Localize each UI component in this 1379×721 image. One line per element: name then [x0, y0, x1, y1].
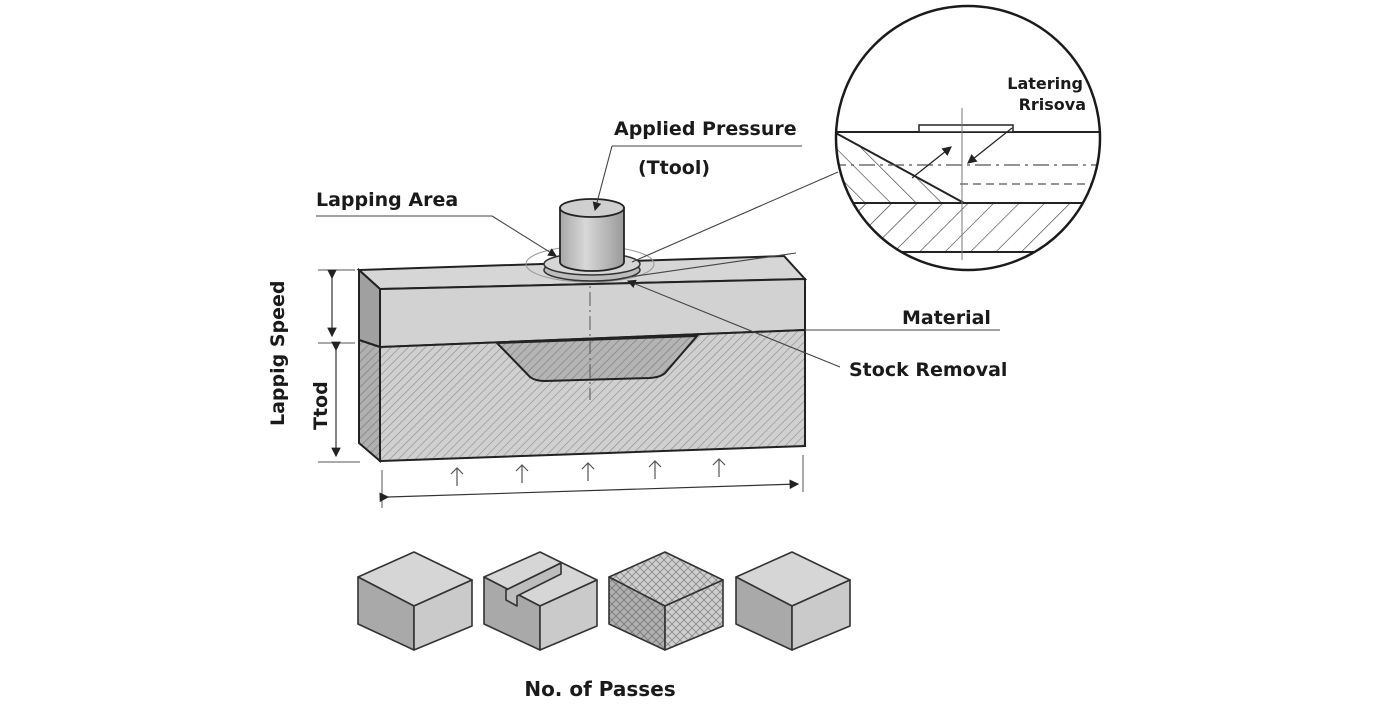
- detail-label-line1: Latering: [1007, 74, 1083, 93]
- block-front-face-lower: [379, 328, 806, 463]
- width-dimension: [379, 479, 800, 503]
- block-left-face-lower: [358, 338, 381, 464]
- upward-force-arrows: [450, 458, 726, 486]
- lapping-tool: [525, 198, 655, 283]
- stock-removal-pocket: [494, 334, 700, 383]
- applied-pressure-label: Applied Pressure: [614, 118, 797, 140]
- material-label: Material: [902, 307, 991, 329]
- up-arrow-icon: [648, 460, 662, 479]
- detail-label-line2: Rrisova: [1019, 95, 1086, 114]
- detail-circle-outline: [834, 4, 1102, 272]
- pass-block-1: [357, 551, 473, 651]
- detail-tool-contact: [918, 124, 1014, 133]
- detail-magnifier: Latering Rrisova: [834, 4, 1102, 272]
- detail-wedge: [836, 130, 965, 204]
- up-arrow-icon: [712, 458, 726, 477]
- up-arrow-icon: [581, 462, 595, 481]
- ttod-label: Ttod: [310, 381, 332, 430]
- up-arrow-icon: [515, 464, 529, 483]
- leader-lines: [316, 145, 1000, 368]
- passes-sequence: [357, 551, 851, 651]
- lapping-speed-label: Lappig Speed: [267, 280, 289, 426]
- stock-removal-label: Stock Removal: [849, 359, 1007, 381]
- pass-block-2: [483, 551, 598, 651]
- dimension-lines: [318, 269, 804, 508]
- material-block: [356, 254, 808, 464]
- tool-cylinder-body: [559, 207, 625, 272]
- pass-block-4: [735, 551, 851, 651]
- up-arrow-icon: [450, 467, 464, 486]
- passes-label: No. of Passes: [524, 677, 675, 701]
- pass-block-3: [608, 551, 724, 651]
- lapping-area-label: Lapping Area: [316, 189, 458, 211]
- tool-cylinder-top: [559, 198, 625, 218]
- ttool-label: (Ttool): [638, 157, 710, 179]
